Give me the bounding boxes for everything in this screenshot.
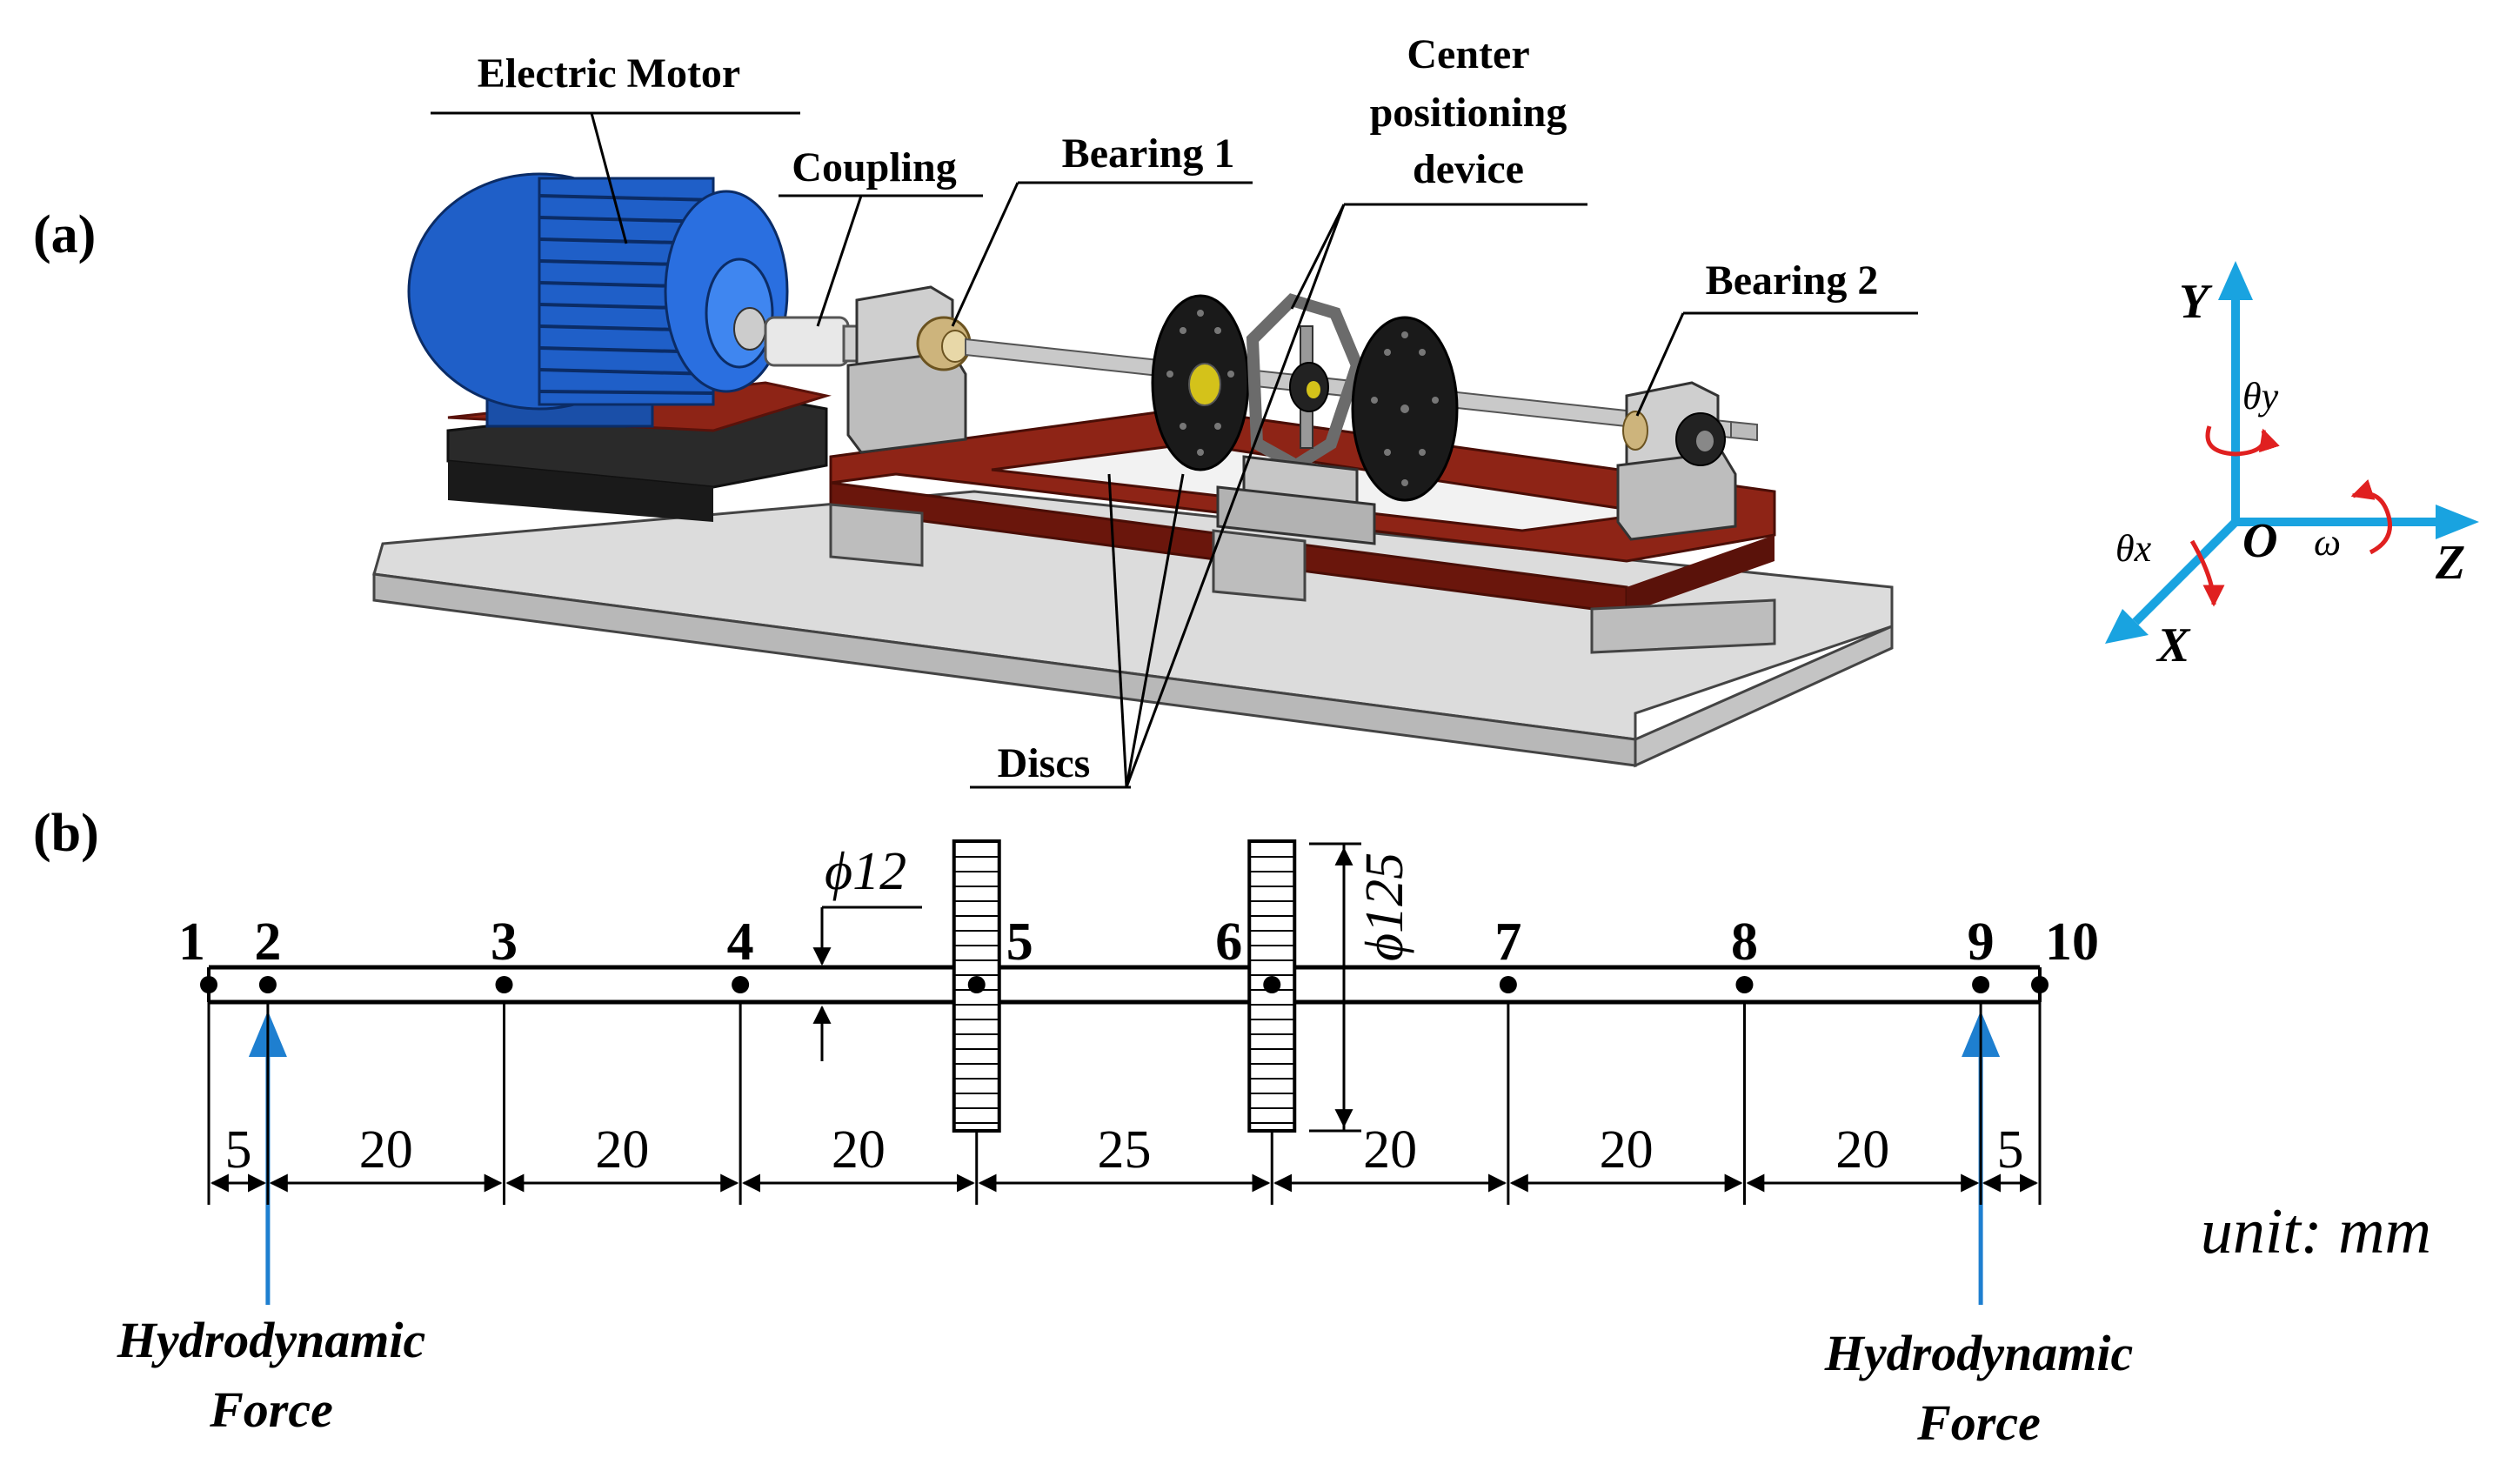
coordinate-system (2105, 261, 2479, 644)
dimension-label-5: 25 (1098, 1120, 1152, 1180)
node-label-6: 6 (1215, 912, 1242, 972)
label-center-line-1: Center (1407, 31, 1529, 77)
force-label-left-line-2: Force (209, 1381, 333, 1438)
node-label-1: 1 (178, 912, 205, 972)
label-coupling: Coupling (792, 144, 956, 191)
node-dot-3 (495, 976, 513, 993)
node-dot-1 (200, 976, 217, 993)
node-dot-4 (732, 976, 750, 993)
electric-motor (407, 172, 789, 428)
frame-supports (829, 503, 1776, 654)
disc-1 (1151, 294, 1250, 471)
node-dot-2 (258, 976, 277, 993)
dimension-label-9: 5 (1997, 1120, 2024, 1180)
label-discs: Discs (998, 740, 1091, 786)
center-positioning-device (1216, 293, 1376, 545)
leader-lines (431, 111, 1918, 789)
dimension-label-8: 20 (1835, 1120, 1889, 1180)
disc-diameter-marker (1309, 842, 1361, 1133)
disc-sections (952, 839, 1297, 1133)
label-center-line-2: positioning (1370, 90, 1567, 136)
dimension-label-3: 20 (595, 1120, 649, 1180)
node-dot-7 (1499, 976, 1517, 993)
dimension-labels: 5 20 20 20 25 20 20 20 5 (224, 1120, 2023, 1180)
bearing-2 (1616, 381, 1737, 541)
shaft-diameter-label: ϕ12 (825, 842, 906, 901)
label-bearing-1: Bearing 1 (1062, 130, 1235, 177)
node-label-7: 7 (1494, 912, 1521, 972)
dimension-label-6: 20 (1363, 1120, 1417, 1180)
dimension-label-4: 20 (832, 1120, 886, 1180)
node-dot-8 (1735, 976, 1754, 993)
axis-theta-x-label: θx (2115, 527, 2152, 570)
disc-2 (1351, 316, 1459, 502)
node-label-2: 2 (254, 912, 281, 972)
axis-y-label: Y (2179, 275, 2213, 329)
dimension-label-1: 5 (224, 1120, 251, 1180)
label-center-line-3: device (1413, 146, 1524, 192)
node-dots (200, 976, 2049, 993)
unit-label: unit: mm (2201, 1196, 2431, 1267)
axis-x-label: X (2155, 618, 2191, 672)
dimension-label-7: 20 (1600, 1120, 1654, 1180)
node-label-8: 8 (1731, 912, 1758, 972)
rig-illustration (372, 172, 1894, 768)
axis-origin-label: O (2242, 514, 2277, 568)
force-label-left-line-1: Hydrodynamic (117, 1312, 425, 1368)
node-label-4: 4 (727, 912, 754, 972)
panel-label-a: (a) (33, 205, 96, 264)
axis-omega-label: ω (2314, 521, 2341, 564)
label-bearing-2: Bearing 2 (1706, 257, 1879, 304)
node-label-10: 10 (2045, 912, 2099, 972)
node-dot-9 (1972, 976, 1990, 993)
node-dot-6 (1263, 976, 1281, 993)
panel-label-b: (b) (33, 804, 99, 863)
disc-rect-5 (952, 839, 1001, 1133)
force-label-right-line-1: Hydrodynamic (1824, 1325, 2133, 1381)
node-label-9: 9 (1968, 912, 1995, 972)
node-label-3: 3 (491, 912, 518, 972)
shaft-diameter-marker (812, 906, 922, 1061)
force-label-right-line-2: Force (1916, 1394, 2041, 1451)
bearing-1 (846, 285, 972, 454)
node-label-5: 5 (1006, 912, 1033, 972)
axis-z-label: Z (2435, 536, 2465, 590)
label-electric-motor: Electric Motor (478, 50, 740, 97)
node-dot-10 (2031, 976, 2049, 993)
axis-theta-y-label: θy (2242, 375, 2279, 418)
disc-diameter-label: ϕ125 (1355, 852, 1414, 961)
dimension-label-2: 20 (359, 1120, 413, 1180)
node-dot-5 (967, 976, 986, 993)
